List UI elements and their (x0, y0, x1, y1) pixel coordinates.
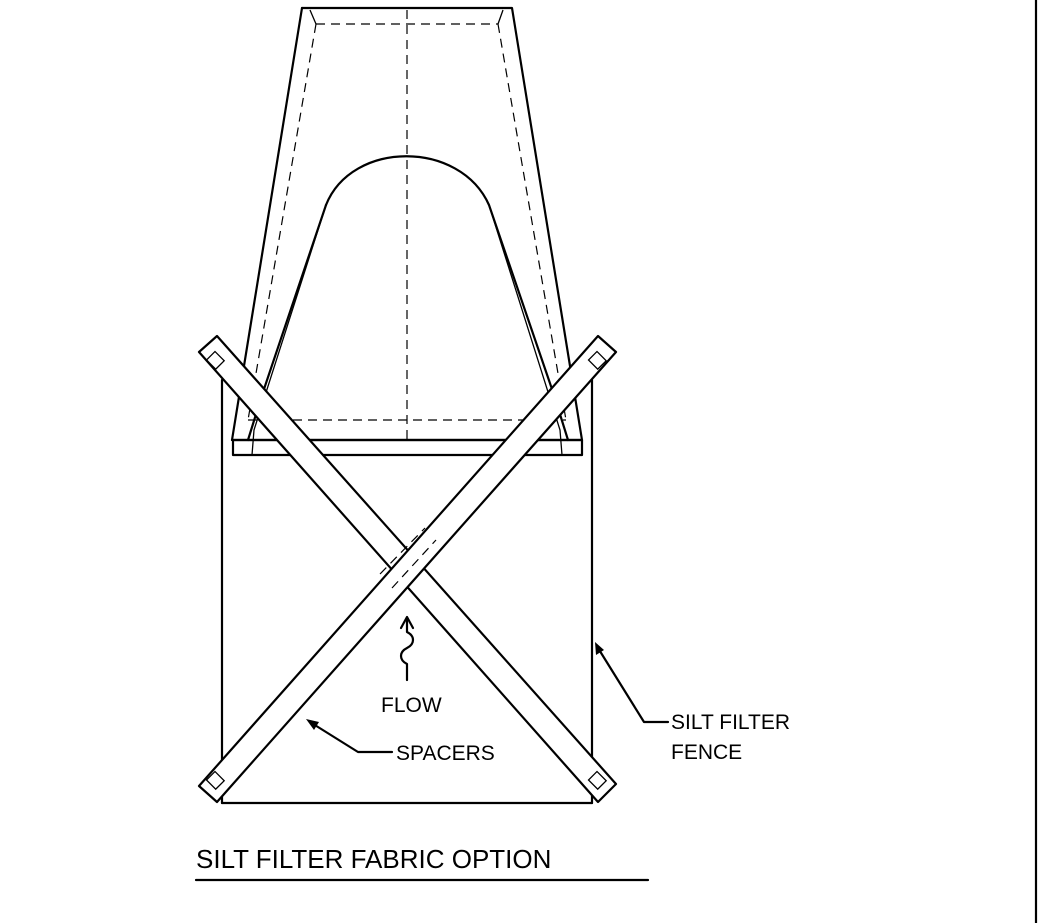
flow-label: FLOW (381, 694, 442, 717)
culvert-end-section (230, 6, 584, 457)
silt-fence-label-line1: SILT FILTER (671, 711, 790, 734)
spacer-board-2 (197, 334, 618, 804)
flow-arrow (399, 615, 415, 682)
drawing-title: SILT FILTER FABRIC OPTION (196, 844, 551, 874)
silt-filter-fence (220, 378, 594, 805)
silt-fence-label-line2: FENCE (671, 741, 742, 764)
spacers (197, 334, 618, 804)
culvert-hidden-lines (247, 9, 567, 440)
silt-fence-leader (595, 642, 670, 724)
spacers-leader (306, 719, 394, 754)
spacers-label: SPACERS (396, 742, 495, 765)
